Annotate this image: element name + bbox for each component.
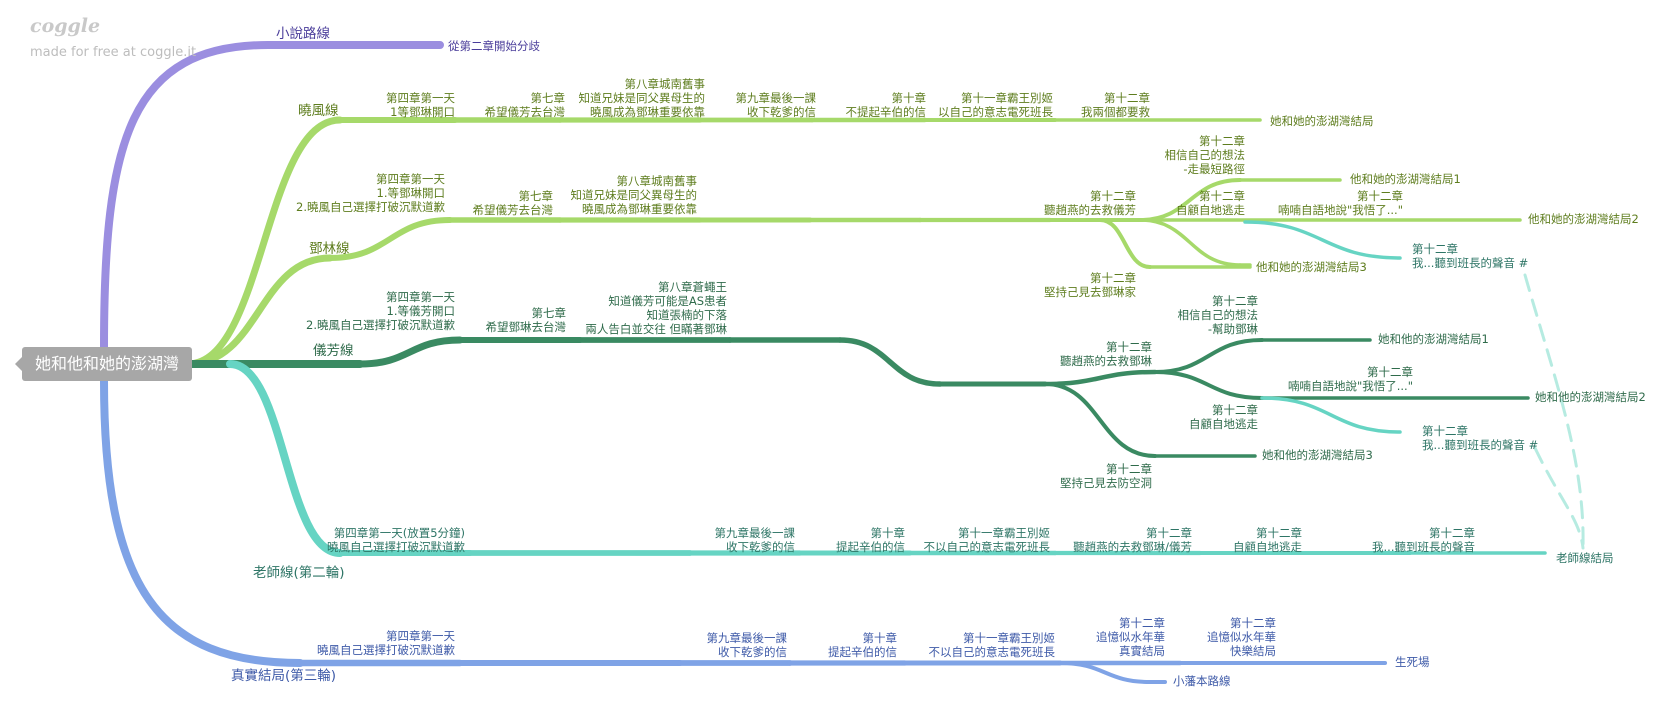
node-denglin-n1[interactable]: 第四章第一天 1.等鄧琳開口 2.曉風自己選擇打破沉默道歉 [296, 172, 445, 214]
node-xiaofeng-n7[interactable]: 第十二章 我兩個都要救 [1081, 91, 1150, 119]
edge-denglin-down [1138, 218, 1242, 267]
edge-denglin-n9 [1098, 218, 1152, 269]
node-truth-n3[interactable]: 第十章 提起辛伯的信 [828, 631, 897, 659]
node-yifang-n1[interactable]: 第四章第一天 1.等儀芳開口 2.曉風自己選擇打破沉默道歉 [306, 290, 455, 332]
node-denglin-n2[interactable]: 第七章 希望儀芳去台灣 [472, 189, 554, 217]
link-yifang-teacher [1533, 446, 1585, 550]
node-xiaofeng-n3[interactable]: 第八章城南舊事 知道兄妹是同父異母生的 曉風成為鄧琳重要依靠 [578, 77, 706, 119]
branch-truth-label[interactable]: 真實結局(第三輪) [231, 668, 337, 684]
edge-truth [100, 377, 304, 667]
coggle-logo[interactable]: coggle [30, 15, 101, 37]
node-teacher-n2[interactable]: 第九章最後一課 收下乾爹的信 [714, 526, 796, 554]
edge-yifang-n6 [1153, 370, 1264, 400]
branch-xiaofeng-label[interactable]: 曉風線 [298, 103, 339, 119]
node-denglin-end2[interactable]: 他和她的澎湖灣結局2 [1528, 212, 1639, 226]
node-xiaofeng-n2[interactable]: 第七章 希望儀芳去台灣 [484, 91, 566, 119]
edge-yifang-down [1043, 382, 1157, 458]
edge-xiaofeng [184, 116, 344, 368]
node-teacher-n3[interactable]: 第十章 提起辛伯的信 [836, 526, 905, 554]
edge-truth-alt [1058, 661, 1152, 684]
node-denglin-end1[interactable]: 他和她的澎湖灣結局1 [1350, 172, 1461, 186]
edge-yifang-teal [1260, 396, 1402, 434]
node-teacher-end[interactable]: 老師線結局 [1556, 551, 1614, 565]
node-denglin-n5[interactable]: 第十二章 相信自己的想法 -走最短路徑 [1164, 134, 1246, 176]
node-denglin-end3[interactable]: 他和她的澎湖灣結局3 [1256, 260, 1367, 274]
node-truth-n4[interactable]: 第十一章霸王別姬 不以自己的意志電死班長 [928, 631, 1056, 659]
branch-yifang-label[interactable]: 儀芳線 [313, 343, 354, 359]
node-truth-n2[interactable]: 第九章最後一課 收下乾爹的信 [706, 631, 788, 659]
node-truth-alt[interactable]: 小藩本路線 [1173, 674, 1231, 688]
node-yifang-n9[interactable]: 第十二章 堅持己見去防空洞 [1060, 462, 1152, 490]
node-teacher-n7[interactable]: 第十二章 我...聽到班長的聲音 [1372, 526, 1475, 554]
node-yifang-n7[interactable]: 第十二章 自顧自地逃走 [1189, 403, 1258, 431]
node-yifang-n6[interactable]: 第十二章 喃喃自語地說"我悟了..." [1287, 365, 1413, 393]
node-xiaofeng-n1[interactable]: 第四章第一天 1等鄧琳開口 [386, 91, 455, 119]
edge-yifang-dip [837, 337, 943, 387]
node-yifang-n3[interactable]: 第八章蒼蠅王 知道儀芳可能是AS患者 知道張楠的下落 兩人告白並交往 但瞞著鄧琳 [585, 280, 727, 336]
coggle-tagline: made for free at coggle.it [30, 45, 197, 60]
node-denglin-n8[interactable]: 第十二章 我...聽到班長的聲音 # [1412, 242, 1529, 270]
edge-denglin-rise [327, 217, 453, 261]
node-denglin-n9[interactable]: 第十二章 堅持己見去鄧琳家 [1044, 271, 1136, 299]
node-teacher-n1[interactable]: 第四章第一天(放置5分鐘) 曉風自己選擇打破沉默道歉 [327, 526, 465, 554]
edge-teacher [226, 360, 344, 557]
root-node[interactable]: 她和他和她的澎湖灣 [15, 347, 192, 381]
node-teacher-n4[interactable]: 第十一章霸王別姬 不以自己的意志電死班長 [923, 526, 1051, 554]
branch-teacher-label[interactable]: 老師線(第二輪) [253, 565, 345, 581]
node-truth-n1[interactable]: 第四章第一天 曉風自己選擇打破沉默道歉 [317, 629, 455, 657]
node-yifang-end1[interactable]: 她和他的澎湖灣結局1 [1378, 332, 1489, 346]
node-xiaofeng-n5[interactable]: 第十章 不提起辛伯的信 [845, 91, 927, 119]
link-denglin-teacher [1523, 273, 1585, 550]
node-denglin-n4[interactable]: 第十二章 聽趙燕的去救儀芳 [1044, 189, 1136, 217]
edge-denglin-teal [1243, 220, 1402, 260]
edge-yifang-up [1153, 338, 1264, 374]
node-truth-end[interactable]: 生死場 [1395, 655, 1430, 669]
node-yifang-n4[interactable]: 第十二章 聽趙燕的去救鄧琳 [1060, 340, 1152, 368]
edge-novel [100, 41, 444, 351]
branch-denglin-label[interactable]: 鄧林線 [309, 241, 350, 257]
node-truth-n5[interactable]: 第十二章 追憶似水年華 真實結局 [1096, 616, 1165, 658]
node-xiaofeng-n4[interactable]: 第九章最後一課 收下乾爹的信 [735, 91, 817, 119]
node-denglin-n6[interactable]: 第十二章 自顧自地逃走 [1176, 189, 1245, 217]
edge-denglin [184, 254, 334, 368]
edge-yifang-n4 [1042, 369, 1158, 387]
node-yifang-end2[interactable]: 她和他的澎湖灣結局2 [1535, 390, 1646, 404]
node-yifang-end3[interactable]: 她和他的澎湖灣結局3 [1262, 448, 1373, 462]
node-xiaofeng-n6[interactable]: 第十一章霸王別姬 以自己的意志電死班長 [938, 91, 1053, 119]
node-denglin-n7[interactable]: 第十二章 喃喃自語地說"我悟了..." [1277, 189, 1403, 217]
node-teacher-n5[interactable]: 第十二章 聽趙燕的去救鄧琳/儀芳 [1073, 526, 1192, 554]
node-teacher-n6[interactable]: 第十二章 自顧自地逃走 [1233, 526, 1302, 554]
edge-yifang-rise [356, 336, 464, 368]
node-novel-n1[interactable]: 從第二章開始分歧 [448, 39, 540, 53]
node-xiaofeng-end[interactable]: 她和她的澎湖灣結局 [1270, 114, 1374, 128]
node-denglin-n3[interactable]: 第八章城南舊事 知道兄妹是同父異母生的 曉風成為鄧琳重要依靠 [570, 174, 698, 216]
node-yifang-n5[interactable]: 第十二章 相信自己的想法 -幫助鄧琳 [1177, 294, 1259, 336]
node-yifang-n2[interactable]: 第七章 希望鄧琳去台灣 [485, 306, 567, 334]
node-yifang-n8[interactable]: 第十二章 我...聽到班長的聲音 # [1422, 424, 1539, 452]
branch-novel-label[interactable]: 小說路線 [276, 26, 330, 42]
node-truth-n6[interactable]: 第十二章 追憶似水年華 快樂結局 [1207, 616, 1276, 658]
